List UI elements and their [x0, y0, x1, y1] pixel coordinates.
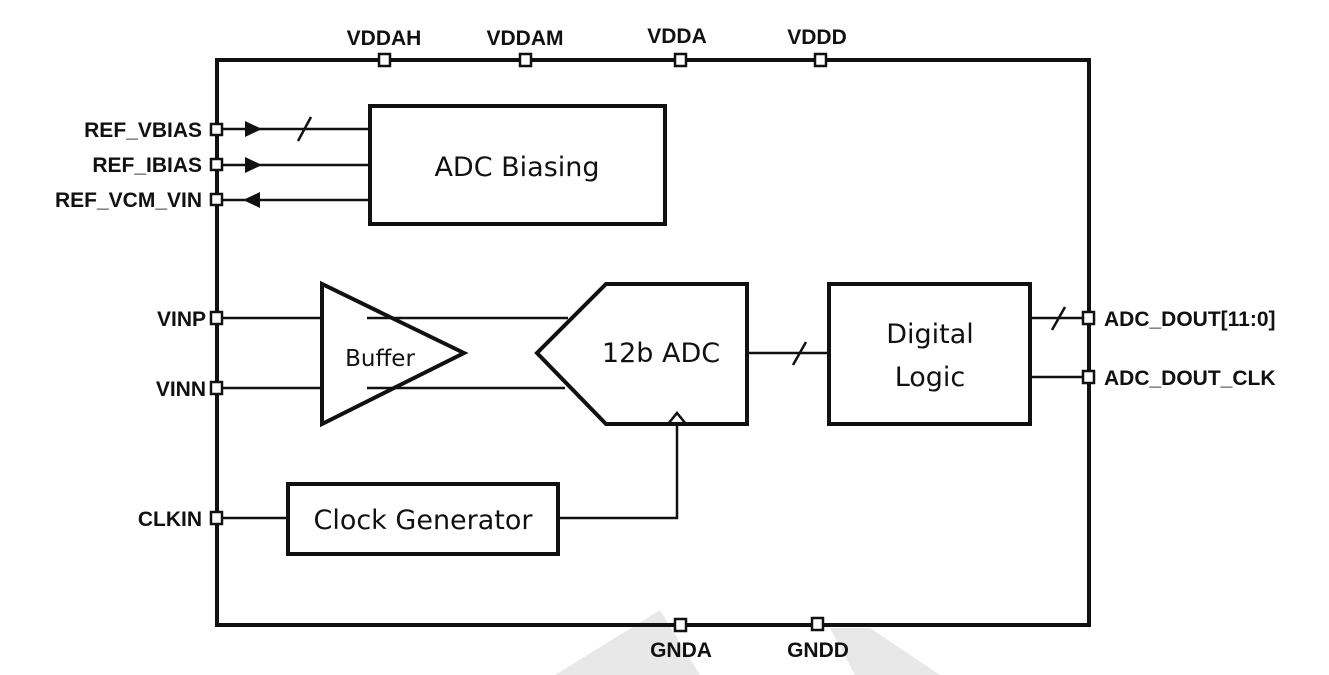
buffer-label: Buffer: [345, 346, 415, 372]
pin-label: VDDAH: [347, 27, 422, 50]
pin-label: REF_IBIAS: [92, 154, 202, 177]
adc-biasing-block: [368, 104, 667, 226]
supply-pin-vddam: VDDAM: [487, 27, 564, 68]
arrow-right-icon: [245, 121, 262, 137]
digital-logic-block: [827, 282, 1032, 426]
pin-label: REF_VBIAS: [84, 119, 202, 142]
pin-adc-dout: ADC_DOUT[11:0]: [1030, 306, 1276, 331]
adc-biasing-label: ADC Biasing: [434, 152, 599, 183]
pin-vinp: VINP: [157, 308, 322, 331]
pin-label: VDDD: [787, 26, 847, 49]
adc-label: 12b ADC: [602, 338, 720, 369]
supply-pin-vddah: VDDAH: [347, 27, 422, 68]
pin-label: VINP: [157, 308, 206, 331]
arrow-left-icon: [243, 192, 260, 208]
pin-ref-vcm-vin: REF_VCM_VIN: [55, 189, 370, 212]
wire-clock-to-adc: [558, 424, 679, 520]
pin-label: ADC_DOUT[11:0]: [1104, 308, 1276, 331]
pin-adc-dout-clk: ADC_DOUT_CLK: [1030, 367, 1276, 390]
watermark-shape: [830, 628, 940, 675]
bus-slash-icon: [296, 116, 313, 142]
pin-ref-ibias: REF_IBIAS: [92, 154, 370, 177]
pin-label: GNDA: [650, 639, 712, 662]
pin-label: VINN: [156, 378, 206, 401]
pin-label: REF_VCM_VIN: [55, 189, 202, 212]
pin-ref-vbias: REF_VBIAS: [84, 116, 370, 142]
arrow-right-icon: [245, 157, 262, 173]
pin-label: VDDAM: [487, 27, 564, 50]
supply-pin-vdda: VDDA: [647, 25, 707, 68]
pin-label: CLKIN: [138, 508, 202, 531]
pin-clkin: CLKIN: [138, 508, 288, 531]
clock-input-marker-icon: [667, 411, 687, 425]
bus-slash-icon: [1050, 306, 1067, 331]
pin-vinn: VINN: [156, 378, 322, 401]
supply-pin-vddd: VDDD: [787, 26, 847, 68]
clock-generator-label: Clock Generator: [313, 505, 533, 536]
chip-boundary: [215, 58, 1091, 627]
pin-label: ADC_DOUT_CLK: [1104, 367, 1276, 390]
digital-logic-label-line2: Logic: [895, 362, 966, 393]
ground-pin-gnda: GNDA: [650, 617, 712, 662]
pin-label: GNDD: [787, 639, 849, 662]
bus-slash-icon: [791, 341, 808, 366]
digital-logic-label-line1: Digital: [886, 319, 974, 350]
pin-label: VDDA: [647, 25, 707, 48]
ground-pin-gndd: GNDD: [787, 616, 849, 662]
